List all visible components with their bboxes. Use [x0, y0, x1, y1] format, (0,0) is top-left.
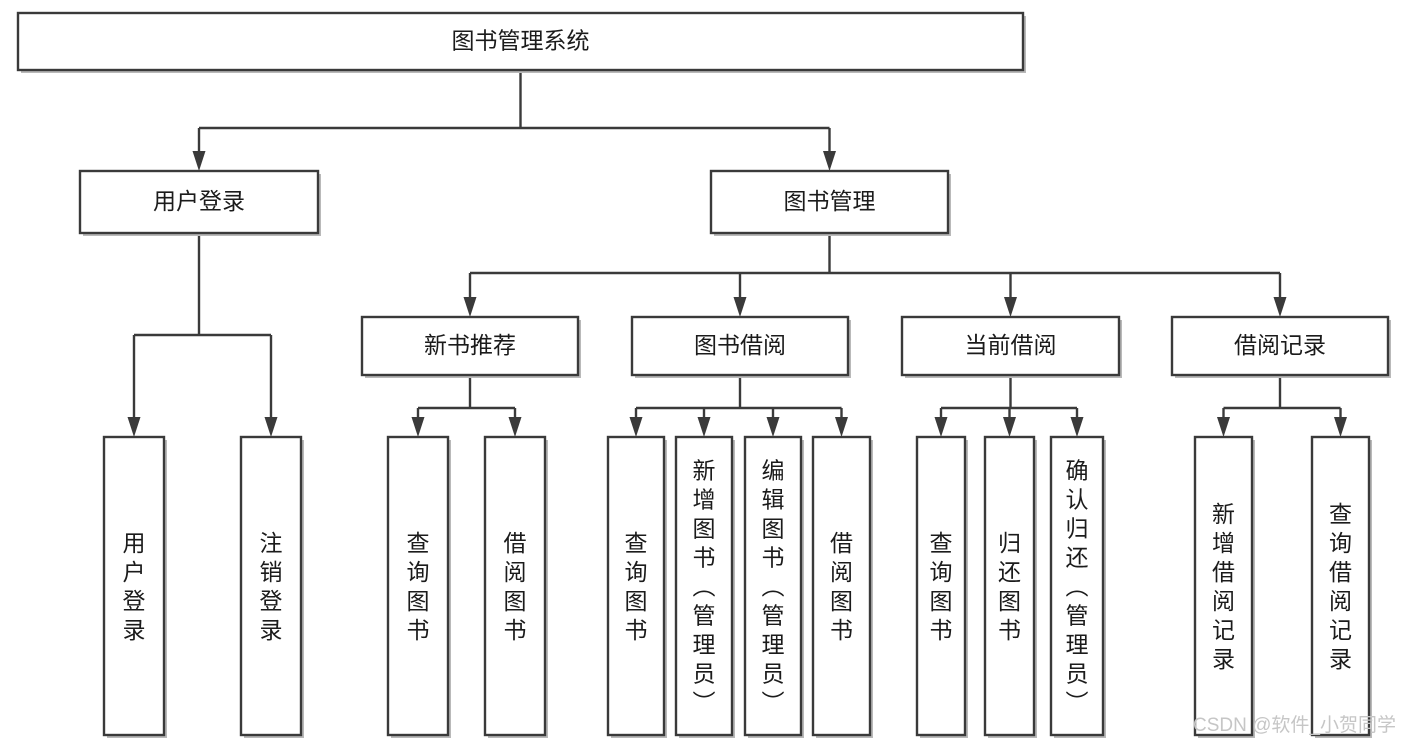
edge-group-book-borrow	[629, 375, 848, 437]
arrow-head	[1003, 417, 1016, 437]
node-leaf-add-book[interactable]: 新增图书︵管理员︶	[674, 435, 735, 738]
node-label: 图书管理	[784, 188, 876, 214]
node-label: 注销登录	[260, 530, 283, 643]
arrow-head	[1334, 417, 1347, 437]
node-label: 借阅图书	[504, 530, 527, 643]
node-rect[interactable]	[1310, 435, 1371, 737]
node-leaf-user-login[interactable]: 用户登录	[102, 435, 167, 738]
node-rect[interactable]	[1193, 435, 1254, 737]
node-leaf-add-record[interactable]: 新增借阅记录	[1193, 435, 1255, 738]
arrow-head	[127, 417, 141, 437]
arrow-head	[1070, 417, 1084, 437]
node-rect[interactable]	[915, 435, 967, 737]
node-label: 编辑图书︵管理员︶	[762, 458, 785, 716]
edge-group-book-management	[463, 233, 1287, 317]
node-label: 新书推荐	[424, 332, 516, 358]
node-label: 新增图书︵管理员︶	[693, 458, 716, 716]
node-rect[interactable]	[239, 435, 303, 737]
node-label: 查询图书	[407, 530, 430, 643]
node-leaf-borrow-book-2[interactable]: 借阅图书	[811, 435, 873, 738]
node-root[interactable]: 图书管理系统	[16, 11, 1026, 73]
node-label: 当前借阅	[965, 332, 1057, 358]
node-rect[interactable]	[606, 435, 666, 737]
node-rect[interactable]	[983, 435, 1036, 737]
arrow-head	[733, 297, 747, 317]
node-rect[interactable]	[674, 435, 734, 737]
node-current-borrow[interactable]: 当前借阅	[900, 315, 1122, 378]
arrow-head	[192, 151, 206, 171]
node-leaf-edit-book[interactable]: 编辑图书︵管理员︶	[743, 435, 804, 738]
node-layer: 图书管理系统用户登录图书管理新书推荐图书借阅当前借阅借阅记录用户登录注销登录查询…	[16, 11, 1391, 738]
node-rect[interactable]	[1049, 435, 1105, 737]
node-label: 用户登录	[123, 530, 146, 643]
node-leaf-query-book-2[interactable]: 查询图书	[606, 435, 667, 738]
node-label: 查询图书	[930, 530, 953, 643]
arrow-head	[934, 417, 948, 437]
arrow-head	[1273, 297, 1287, 317]
node-label: 用户登录	[153, 188, 245, 214]
connector-layer	[127, 70, 1347, 437]
node-label: 确认归还︵管理员︶	[1066, 458, 1089, 716]
node-rect[interactable]	[16, 11, 1025, 72]
edge-group-borrow-record	[1217, 375, 1347, 437]
arrow-head	[463, 297, 477, 317]
node-rect[interactable]	[78, 169, 320, 235]
arrow-head	[1217, 417, 1230, 437]
node-rect[interactable]	[483, 435, 547, 737]
arrow-head	[411, 417, 425, 437]
arrow-head	[766, 417, 780, 437]
node-leaf-confirm-return[interactable]: 确认归还︵管理员︶	[1049, 435, 1106, 738]
arrow-head	[1004, 297, 1017, 317]
csdn-watermark: CSDN @软件_小贺同学	[1193, 714, 1396, 736]
arrow-head	[264, 417, 278, 437]
node-rect[interactable]	[900, 315, 1121, 377]
node-leaf-query-book-1[interactable]: 查询图书	[386, 435, 451, 738]
node-rect[interactable]	[1170, 315, 1390, 377]
arrow-head	[508, 417, 522, 437]
edge-group-root	[192, 70, 836, 171]
arrow-head	[697, 417, 711, 437]
node-label: 借阅记录	[1234, 332, 1326, 358]
node-borrow-record[interactable]: 借阅记录	[1170, 315, 1391, 378]
node-leaf-query-book-3[interactable]: 查询图书	[915, 435, 968, 738]
edge-group-user-login	[127, 233, 278, 437]
node-label: 借阅图书	[830, 530, 853, 643]
node-leaf-return-book[interactable]: 归还图书	[983, 435, 1037, 738]
node-user-login[interactable]: 用户登录	[78, 169, 321, 236]
node-rect[interactable]	[709, 169, 950, 235]
node-rect[interactable]	[630, 315, 850, 377]
node-rect[interactable]	[360, 315, 580, 377]
node-leaf-logout-login[interactable]: 注销登录	[239, 435, 304, 738]
node-rect[interactable]	[386, 435, 450, 737]
node-book-borrow[interactable]: 图书借阅	[630, 315, 851, 378]
node-leaf-borrow-book-1[interactable]: 借阅图书	[483, 435, 548, 738]
arrow-head	[835, 417, 848, 437]
node-label: 图书管理系统	[452, 28, 590, 54]
node-leaf-query-record[interactable]: 查询借阅记录	[1310, 435, 1372, 738]
node-rect[interactable]	[102, 435, 166, 737]
node-label: 归还图书	[998, 530, 1021, 643]
node-label: 查询借阅记录	[1329, 501, 1352, 672]
node-label: 查询图书	[625, 530, 648, 643]
edge-group-new-book-recommend	[411, 375, 522, 437]
node-label: 新增借阅记录	[1212, 501, 1235, 672]
node-rect[interactable]	[743, 435, 803, 737]
node-rect[interactable]	[811, 435, 872, 737]
arrow-head	[823, 151, 836, 171]
node-label: 图书借阅	[694, 332, 786, 358]
node-book-management[interactable]: 图书管理	[709, 169, 951, 236]
arrow-head	[629, 417, 643, 437]
node-new-book-recommend[interactable]: 新书推荐	[360, 315, 581, 378]
edge-group-current-borrow	[934, 375, 1084, 437]
